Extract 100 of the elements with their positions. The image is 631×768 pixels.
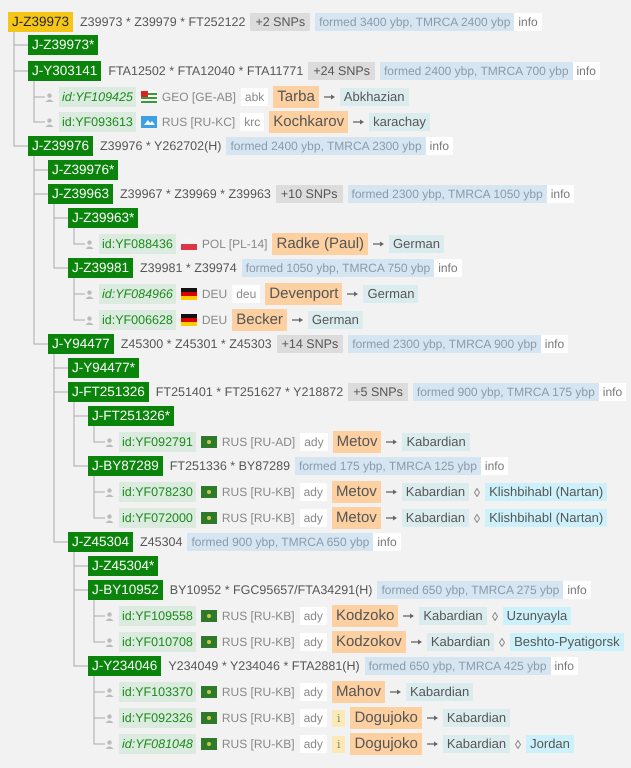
age-tag: formed 175 ybp, TMRCA 125 ybp <box>295 457 481 475</box>
haplogroup-badge: J-Z45304 <box>68 532 134 552</box>
age-tag: formed 1050 ybp, TMRCA 750 ybp <box>242 259 434 277</box>
info-link: info <box>514 13 542 31</box>
info-link: info <box>373 533 401 551</box>
tree-connector <box>34 80 46 122</box>
haplogroup-badge: J-Z39976 <box>28 136 94 156</box>
ethnicity-tag: German <box>363 285 418 303</box>
surname-tag: Dogujoko <box>350 707 422 729</box>
tree-connector <box>54 204 68 268</box>
sample-id: id:YF078230 <box>119 482 196 502</box>
tree-connector <box>94 600 106 642</box>
tree-connector <box>14 32 28 146</box>
tree-connector <box>94 476 106 518</box>
surname-tag: Kodzokov <box>332 631 406 653</box>
ethnicity-tag: German <box>389 235 444 253</box>
surname-tag: Kochkarov <box>269 111 348 133</box>
age-tag: formed 3400 ybp, TMRCA 2400 ybp <box>315 13 514 31</box>
haplogroup-badge: J-Y94477 <box>48 334 114 354</box>
info-link: info <box>550 657 578 675</box>
snp-list: Y234049 * Y234046 * FTA2881(H) <box>168 656 360 676</box>
info-link: info <box>598 383 626 401</box>
tree-connector <box>54 354 68 542</box>
tree-connector <box>94 676 106 744</box>
language-code: ady <box>300 633 327 651</box>
ethnicity-tag: Kabardian <box>426 633 494 651</box>
country-code: RUS [RU-KB] <box>222 710 295 727</box>
surname-tag: Radke (Paul) <box>272 233 368 255</box>
language-code: krc <box>240 113 264 131</box>
age-tag: formed 650 ybp, TMRCA 275 ybp <box>377 581 564 599</box>
sample-id: id:YF093613 <box>59 112 136 132</box>
ethnicity-tag: German <box>308 311 363 329</box>
sample-id: id:YF072000 <box>119 508 196 528</box>
sample-id: id:YF006628 <box>99 310 176 330</box>
tree-connector <box>74 278 86 320</box>
country-code: POL [PL-14] <box>202 236 268 253</box>
snp-count-tag: +14 SNPs <box>276 335 344 353</box>
snp-list: Z45300 * Z45301 * Z45303 <box>120 334 272 354</box>
snp-list: Z39981 * Z39974 <box>140 258 237 278</box>
haplogroup-badge: J-Y234046 <box>88 656 162 676</box>
country-code: RUS [RU-KB] <box>222 510 295 527</box>
language-code: ady <box>300 683 327 701</box>
sample-id: id:YF092791 <box>119 432 196 452</box>
place-tag: Klishbihabl (Nartan) <box>485 509 608 527</box>
tree-connector <box>74 402 88 466</box>
haplogroup-badge: J-Y303141 <box>28 61 102 81</box>
haplogroup-badge: J-Z39976* <box>48 160 118 180</box>
haplogroup-badge: J-FT251326* <box>88 406 174 426</box>
age-tag: formed 2400 ybp, TMRCA 2300 ybp <box>226 137 426 155</box>
language-code: abk <box>240 88 268 106</box>
ethnicity-tag: Kabardian <box>402 483 470 501</box>
info-link: info <box>572 62 600 80</box>
snp-count-tag: +24 SNPs <box>308 62 375 80</box>
surname-tag: Metov <box>332 481 381 503</box>
country-code: RUS [RU-KB] <box>222 634 295 651</box>
tree-connector <box>74 552 88 666</box>
surname-tag: Kodzoko <box>332 605 398 627</box>
age-tag: formed 900 ybp, TMRCA 650 ybp <box>187 533 374 551</box>
ethnicity-tag: Kabardian <box>406 683 474 701</box>
sample-id: id:YF084966 <box>99 284 176 304</box>
info-link: info <box>563 581 591 599</box>
haplogroup-badge: J-Z39963* <box>68 208 138 228</box>
haplogroup-badge: J-Z39973* <box>28 35 98 55</box>
snp-count-tag: +5 SNPs <box>348 383 408 401</box>
language-code: ady <box>300 483 327 501</box>
info-link: info <box>434 259 462 277</box>
language-code: ady <box>300 509 327 527</box>
country-code: DEU <box>202 286 228 303</box>
snp-list: FT251336 * BY87289 <box>170 456 290 476</box>
country-code: RUS [RU-KB] <box>222 736 295 753</box>
age-tag: formed 650 ybp, TMRCA 425 ybp <box>364 657 551 675</box>
haplogroup-badge: J-BY10952 <box>88 580 163 600</box>
language-code: ady <box>300 735 327 753</box>
info-tag: i <box>332 736 346 752</box>
info-link: info <box>546 185 574 203</box>
place-tag: Jordan <box>526 735 574 753</box>
haplogroup-badge: J-Z39981 <box>68 258 134 278</box>
haplogroup-badge: J-BY87289 <box>88 456 163 476</box>
snp-list: FT251401 * FT251627 * Y218872 <box>156 382 344 402</box>
surname-tag: Dogujoko <box>350 733 422 755</box>
language-code: ady <box>300 433 328 451</box>
country-code: RUS [RU-AD] <box>222 434 296 451</box>
info-link: info <box>540 335 568 353</box>
snp-list: BY10952 * FGC95657/FTA34291(H) <box>170 580 372 600</box>
snp-list: Z45304 <box>140 532 182 552</box>
sample-id: id:YF088436 <box>99 234 176 254</box>
surname-tag: Mahov <box>332 681 385 703</box>
country-code: RUS [RU-KB] <box>222 608 295 625</box>
language-code: ady <box>300 607 327 625</box>
sample-id: id:YF092326 <box>119 708 196 728</box>
haplogroup-badge: J-Y94477* <box>68 358 140 378</box>
place-tag: Klishbihabl (Nartan) <box>485 483 608 501</box>
snp-count-tag: +10 SNPs <box>276 185 342 203</box>
surname-tag: Metov <box>332 507 381 529</box>
ethnicity-tag: Kabardian <box>442 735 510 753</box>
surname-tag: Becker <box>232 309 287 331</box>
ethnicity-tag: Kabardian <box>442 709 510 727</box>
ethnicity-tag: Kabardian <box>402 433 470 451</box>
surname-tag: Tarba <box>273 86 319 108</box>
ethnicity-tag: Abkhazian <box>340 88 409 106</box>
